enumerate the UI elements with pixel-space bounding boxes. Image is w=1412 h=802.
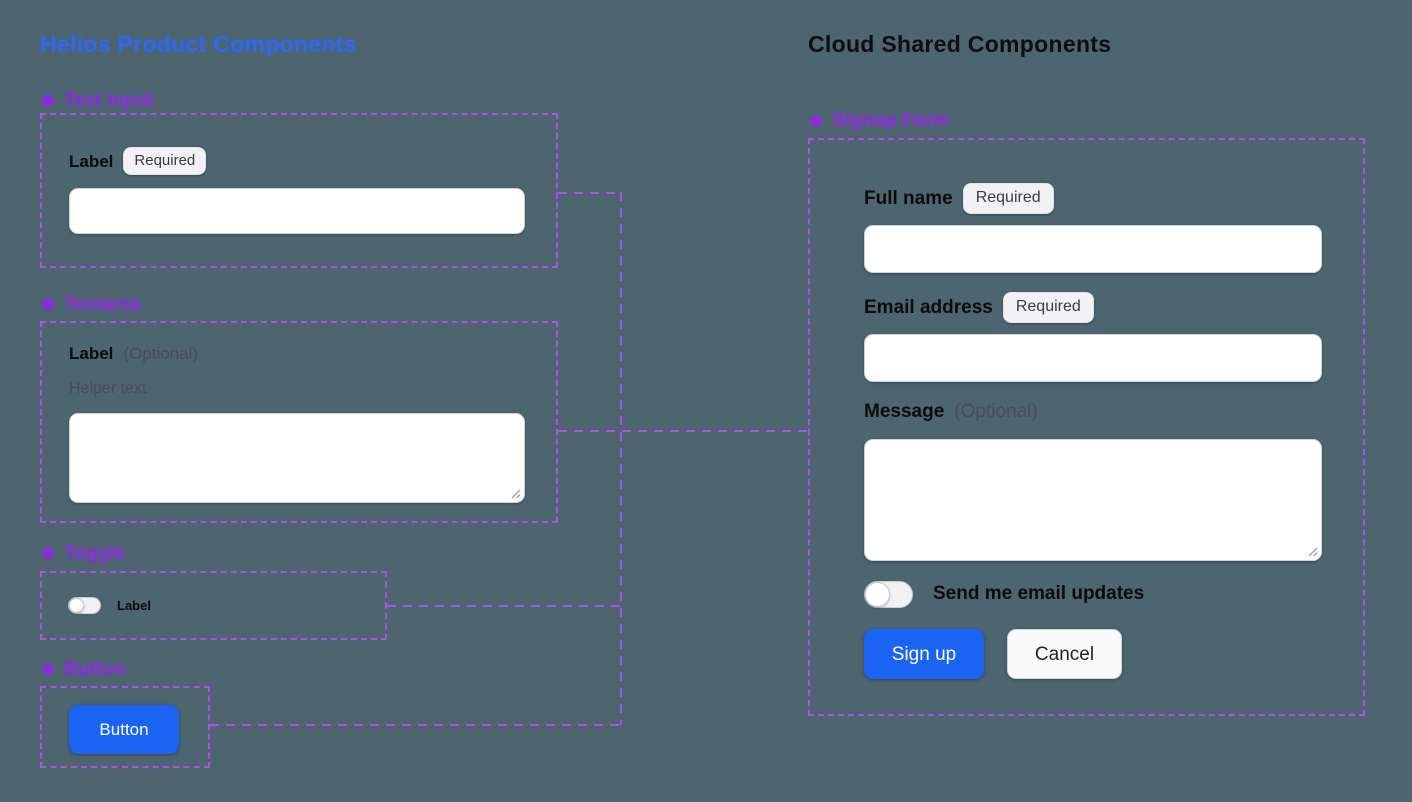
button-component-box: Button [40, 686, 210, 768]
component-heading-toggle[interactable]: ❖ Toggle [40, 544, 125, 563]
component-heading-label: Button [64, 659, 126, 680]
component-heading-label: Signup Form [832, 110, 950, 131]
left-panel-title: Helios Product Components [40, 31, 357, 57]
email-updates-row: Send me email updates [864, 578, 1144, 610]
full-name-label-row: Full name Required [864, 183, 1054, 215]
text-input-label-row: Label Required [69, 147, 207, 176]
sample-button[interactable]: Button [69, 705, 179, 754]
component-icon: ❖ [40, 90, 57, 111]
connector-trunk-vertical [620, 192, 622, 725]
toggle-switch[interactable] [68, 597, 101, 614]
cancel-button[interactable]: Cancel [1007, 629, 1122, 679]
textarea-field[interactable] [69, 413, 525, 503]
component-heading-text-input[interactable]: ❖ Text Input [40, 91, 154, 110]
component-icon: ❖ [40, 294, 57, 315]
textarea-helper-text: Helper text [69, 380, 147, 397]
connector-button [210, 724, 622, 726]
full-name-input[interactable] [864, 225, 1322, 273]
component-heading-button[interactable]: ❖ Button [40, 660, 125, 679]
signup-form-component-box: Full name Required Email address Require… [808, 138, 1365, 716]
text-input-label: Label [69, 151, 114, 171]
text-input-component-box: Label Required [40, 113, 558, 268]
optional-hint: (Optional) [123, 344, 199, 363]
text-input-field[interactable] [69, 188, 525, 234]
sign-up-button[interactable]: Sign up [864, 629, 984, 679]
textarea-wrap [69, 413, 525, 503]
message-label-row: Message (Optional) [864, 402, 1038, 421]
required-badge: Required [123, 147, 207, 176]
toggle-label: Label [117, 598, 151, 613]
component-heading-label: Textarea [64, 294, 141, 315]
email-label: Email address [864, 297, 993, 319]
right-panel-title: Cloud Shared Components [808, 31, 1112, 57]
component-heading-textarea[interactable]: ❖ Textarea [40, 295, 141, 314]
textarea-label: Label [69, 344, 114, 363]
optional-hint: (Optional) [954, 401, 1038, 422]
email-updates-toggle[interactable] [864, 580, 913, 608]
textarea-label-row: Label (Optional) [69, 345, 198, 362]
required-badge: Required [1002, 292, 1094, 324]
message-textarea-wrap [864, 439, 1322, 561]
connector-text-input [558, 192, 621, 194]
email-updates-label: Send me email updates [933, 583, 1145, 604]
component-icon: ❖ [40, 543, 57, 564]
toggle-row: Label [68, 573, 151, 638]
full-name-label: Full name [864, 188, 953, 210]
component-icon: ❖ [40, 659, 57, 680]
connector-textarea-to-form [558, 430, 808, 432]
message-textarea[interactable] [864, 439, 1322, 561]
email-label-row: Email address Required [864, 292, 1094, 324]
message-label: Message [864, 401, 945, 422]
toggle-knob [865, 581, 890, 607]
component-icon: ❖ [808, 110, 825, 131]
connector-toggle [387, 605, 622, 607]
component-heading-signup-form[interactable]: ❖ Signup Form [808, 111, 949, 130]
required-badge: Required [962, 183, 1054, 215]
textarea-component-box: Label (Optional) Helper text [40, 321, 558, 523]
toggle-component-box: Label [40, 571, 387, 640]
email-input[interactable] [864, 334, 1322, 382]
component-heading-label: Toggle [64, 543, 125, 564]
component-heading-label: Text Input [64, 90, 154, 111]
toggle-knob [69, 598, 84, 613]
